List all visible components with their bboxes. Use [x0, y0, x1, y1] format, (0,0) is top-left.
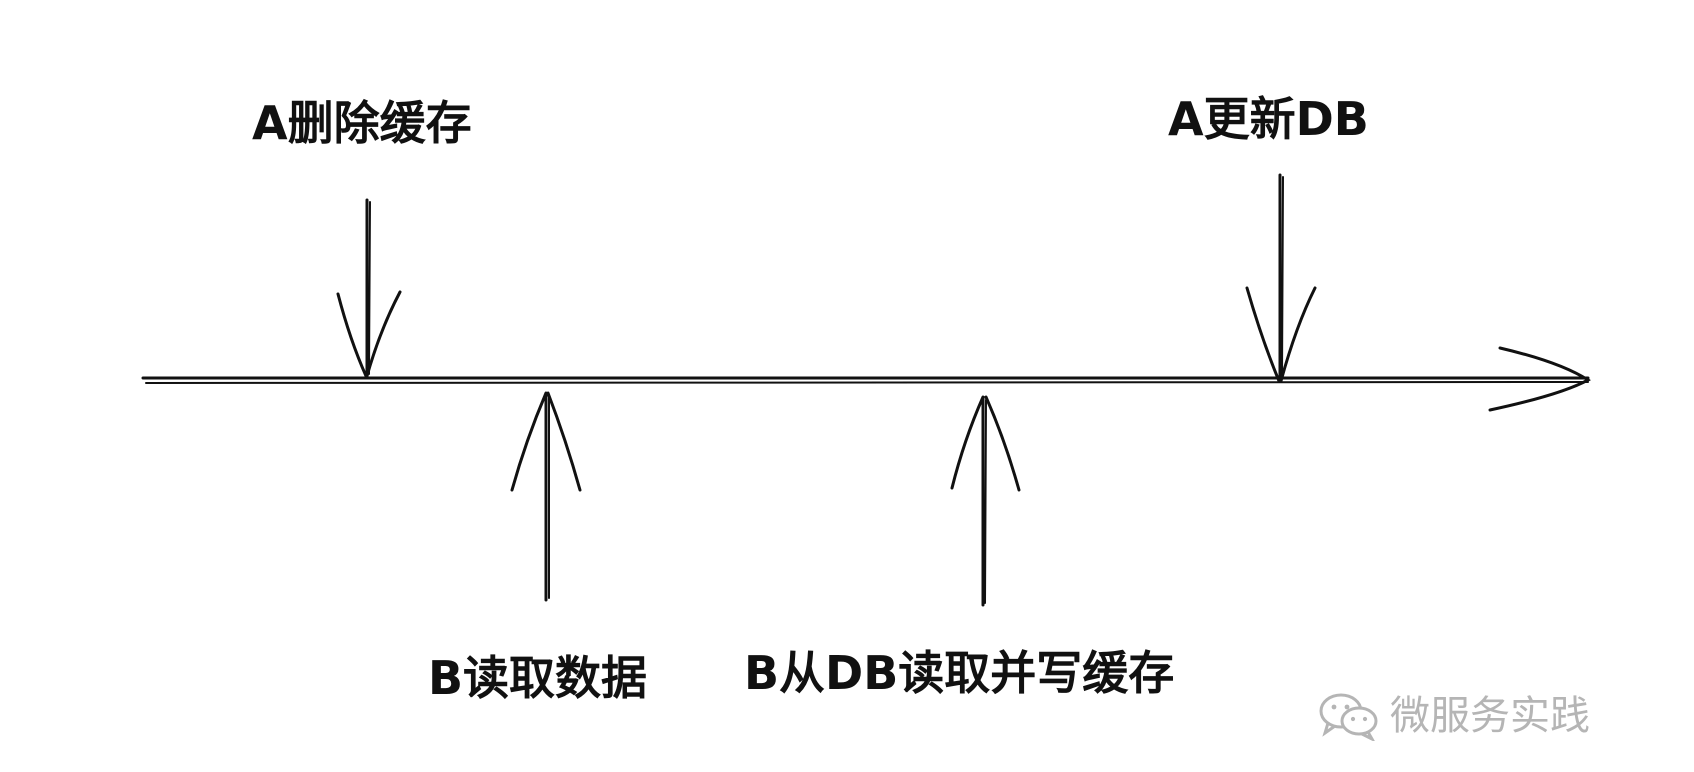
watermark-text: 微服务实践 [1390, 693, 1590, 739]
wechat-icon [1319, 693, 1378, 741]
event-label-b-read-data: B读取数据 [428, 651, 648, 705]
event-label-b-read-db-write-cache: B从DB读取并写缓存 [744, 646, 1175, 700]
timeline-axis [141, 346, 1591, 412]
event-label-a-update-db: A更新DB [1168, 92, 1369, 146]
arrow-a-update-db [1245, 173, 1317, 383]
arrow-b-read-db-write-cache [950, 395, 1021, 607]
timeline-line-sketch [145, 381, 1589, 384]
event-label-a-delete-cache: A删除缓存 [252, 96, 472, 150]
arrow-a-delete-cache [336, 198, 402, 378]
watermark: 微服务实践 [1318, 688, 1590, 744]
arrow-b-read-data [510, 391, 582, 602]
timeline-arrowhead [1488, 346, 1591, 412]
